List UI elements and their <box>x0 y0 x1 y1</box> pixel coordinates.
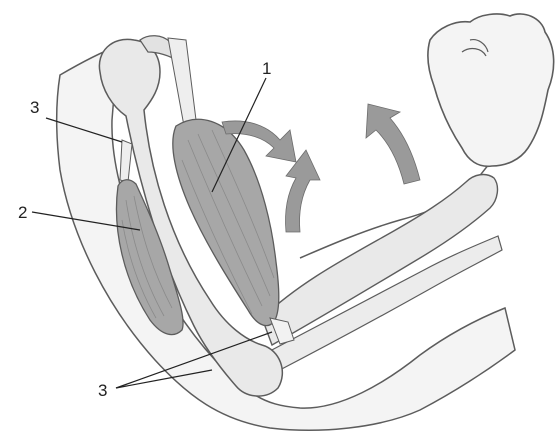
label-3-top: 3 <box>30 98 39 117</box>
label-1: 1 <box>262 59 271 78</box>
label-2: 2 <box>18 203 27 222</box>
fist-icon <box>428 14 554 166</box>
label-3-bottom: 3 <box>98 381 107 400</box>
